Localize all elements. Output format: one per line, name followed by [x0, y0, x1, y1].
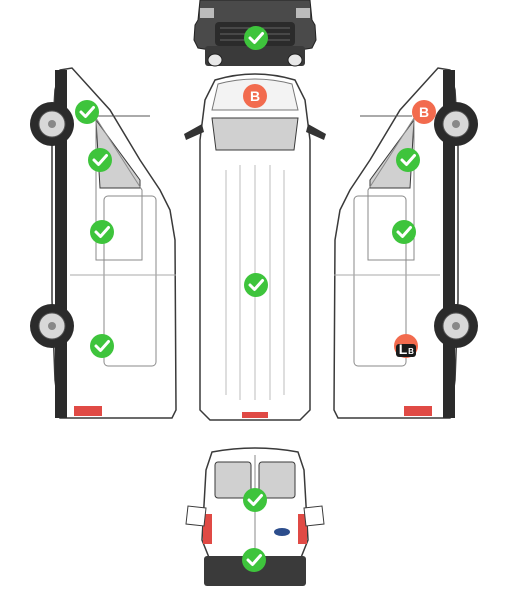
check-icon	[94, 340, 110, 352]
rear-tail-light-right	[298, 514, 307, 544]
check-circle	[244, 26, 268, 50]
left-front-wheel	[30, 102, 74, 146]
check-circle	[244, 273, 268, 297]
right-side-panel-marker[interactable]	[392, 220, 416, 244]
left-body	[51, 67, 177, 419]
badge-lb-icon	[396, 344, 416, 357]
rear-tail-light-left	[203, 514, 212, 544]
check-icon	[79, 106, 95, 118]
left-front-door	[95, 116, 143, 261]
rear-logo	[274, 528, 290, 536]
left-front-window	[95, 118, 141, 189]
right-front-door-marker[interactable]	[396, 148, 420, 172]
top-hood-marker[interactable]: B	[243, 84, 267, 108]
check-icon	[247, 494, 263, 506]
top-windshield	[211, 117, 299, 151]
badge-lb-sub-letter: B	[408, 347, 414, 356]
top-mirror-left	[184, 124, 204, 140]
right-rear-wheel	[434, 304, 478, 348]
check-icon	[92, 154, 108, 166]
right-body	[333, 67, 459, 419]
badge-circle	[243, 84, 267, 108]
right-front-wheel	[434, 102, 478, 146]
check-circle	[90, 220, 114, 244]
right-front-door	[367, 116, 415, 261]
top-rear-light	[242, 412, 268, 418]
badge-b-icon: B	[250, 88, 260, 104]
check-circle	[75, 100, 99, 124]
rear-window-left	[214, 461, 252, 499]
rear-window-right	[258, 461, 296, 499]
badge-b-icon: B	[419, 104, 429, 120]
left-front-wheel-marker[interactable]	[75, 100, 99, 124]
check-icon	[396, 226, 412, 238]
check-circle	[242, 548, 266, 572]
rear-bumper-marker[interactable]	[242, 548, 266, 572]
rear-mirror-left	[185, 505, 207, 527]
check-circle	[243, 488, 267, 512]
badge-lb-main-letter: L	[399, 341, 408, 357]
front-fog-light-left	[207, 53, 223, 67]
front-bumper	[205, 46, 305, 66]
check-circle	[90, 334, 114, 358]
front-view	[193, 0, 317, 67]
top-mirror-right	[306, 124, 326, 140]
front-headlight-right	[296, 8, 310, 18]
right-front-wheel-marker[interactable]: B	[412, 100, 436, 124]
top-roof-marker[interactable]	[244, 273, 268, 297]
check-icon	[246, 554, 262, 566]
check-icon	[94, 226, 110, 238]
top-view	[184, 73, 326, 421]
check-icon	[400, 154, 416, 166]
rear-mirror-right	[303, 505, 325, 527]
right-front-window	[369, 118, 415, 189]
check-circle	[396, 148, 420, 172]
left-side-door-marker[interactable]	[90, 220, 114, 244]
check-circle	[88, 148, 112, 172]
rear-doors-marker[interactable]	[243, 488, 267, 512]
check-icon	[248, 32, 264, 44]
check-circle	[392, 220, 416, 244]
left-rear-panel-marker[interactable]	[90, 334, 114, 358]
left-tail-light	[74, 406, 102, 416]
right-tail-light	[404, 406, 432, 416]
left-rear-wheel	[30, 304, 74, 348]
check-icon	[248, 279, 264, 291]
right-side-panel	[353, 195, 407, 367]
front-fog-light-right	[287, 53, 303, 67]
left-sliding-door	[103, 195, 157, 367]
left-side-view	[30, 67, 177, 419]
left-front-door-marker[interactable]	[88, 148, 112, 172]
front-center-marker[interactable]	[244, 26, 268, 50]
right-side-view	[333, 67, 478, 419]
front-headlight-left	[200, 8, 214, 18]
badge-circle	[412, 100, 436, 124]
